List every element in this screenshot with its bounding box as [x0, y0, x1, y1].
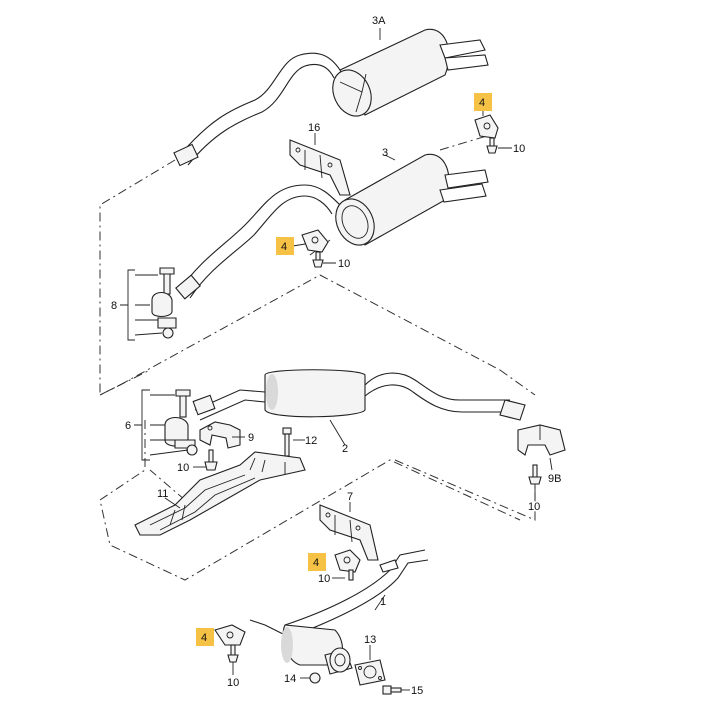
middle-silencer-3: [175, 153, 489, 300]
label-11: 11: [157, 488, 168, 500]
label-9: 9: [248, 432, 254, 444]
leaders-6: [134, 394, 189, 456]
brace-8: [127, 269, 135, 341]
label-10-lower: 10: [318, 573, 330, 585]
label-4-middle: 4: [281, 241, 287, 253]
brace-6: [141, 389, 150, 461]
rubber-mount-4-middle: [301, 229, 329, 268]
label-9b: 9B: [548, 473, 561, 485]
bracket-7: [319, 504, 379, 561]
label-15: 15: [411, 685, 423, 697]
rubber-mount-4-lower: [334, 549, 361, 581]
label-4-lower: 4: [313, 557, 319, 569]
label-10-top: 10: [513, 143, 525, 155]
label-10-middle: 10: [177, 462, 189, 474]
label-16: 16: [308, 122, 320, 134]
leaders-4-middle: [292, 243, 336, 264]
bolt-12: [282, 427, 292, 457]
label-3: 3: [382, 147, 388, 159]
label-10-middle-top: 10: [338, 258, 350, 270]
clamp-8: [151, 267, 177, 339]
highlight-4-bottom: [196, 628, 214, 646]
gasket-13: [354, 659, 386, 686]
rear-silencer-3a: [173, 28, 489, 167]
highlight-4-top: [474, 93, 492, 111]
highlight-4-middle: [276, 237, 294, 255]
highlight-4-lower: [308, 553, 326, 571]
leaders-8: [120, 274, 163, 336]
label-7: 7: [347, 491, 353, 503]
front-silencer-2: [192, 369, 526, 421]
screw-10-middle: [204, 449, 218, 471]
label-13: 13: [364, 634, 376, 646]
nut-14: [309, 672, 321, 684]
label-10-right: 10: [528, 501, 540, 513]
label-8: 8: [111, 300, 117, 312]
rubber-mount-4-top: [474, 114, 499, 154]
label-14: 14: [284, 673, 296, 685]
assembly-boundaries: [99, 134, 536, 581]
label-3a: 3A: [372, 15, 386, 27]
front-pipe-1: [249, 549, 429, 675]
label-12: 12: [305, 435, 317, 447]
leader-3: [384, 154, 396, 161]
heat-shield-11: [134, 451, 306, 536]
leader-2: [329, 419, 346, 446]
label-6: 6: [125, 420, 131, 432]
hanger-9: [199, 421, 241, 449]
leader-11: [164, 497, 181, 509]
leaders-9b: [534, 457, 553, 500]
clamp-6: [164, 389, 198, 456]
hanger-9b: [517, 424, 566, 485]
label-2: 2: [342, 443, 348, 455]
bolt-15: [382, 685, 402, 695]
label-10-bottom: 10: [227, 677, 239, 689]
leader-1: [374, 594, 386, 611]
label-4-top: 4: [479, 97, 485, 109]
label-4-bottom: 4: [201, 632, 207, 644]
rubber-mount-4-bottom: [214, 624, 246, 663]
label-1: 1: [380, 596, 386, 608]
bracket-16: [289, 139, 351, 196]
